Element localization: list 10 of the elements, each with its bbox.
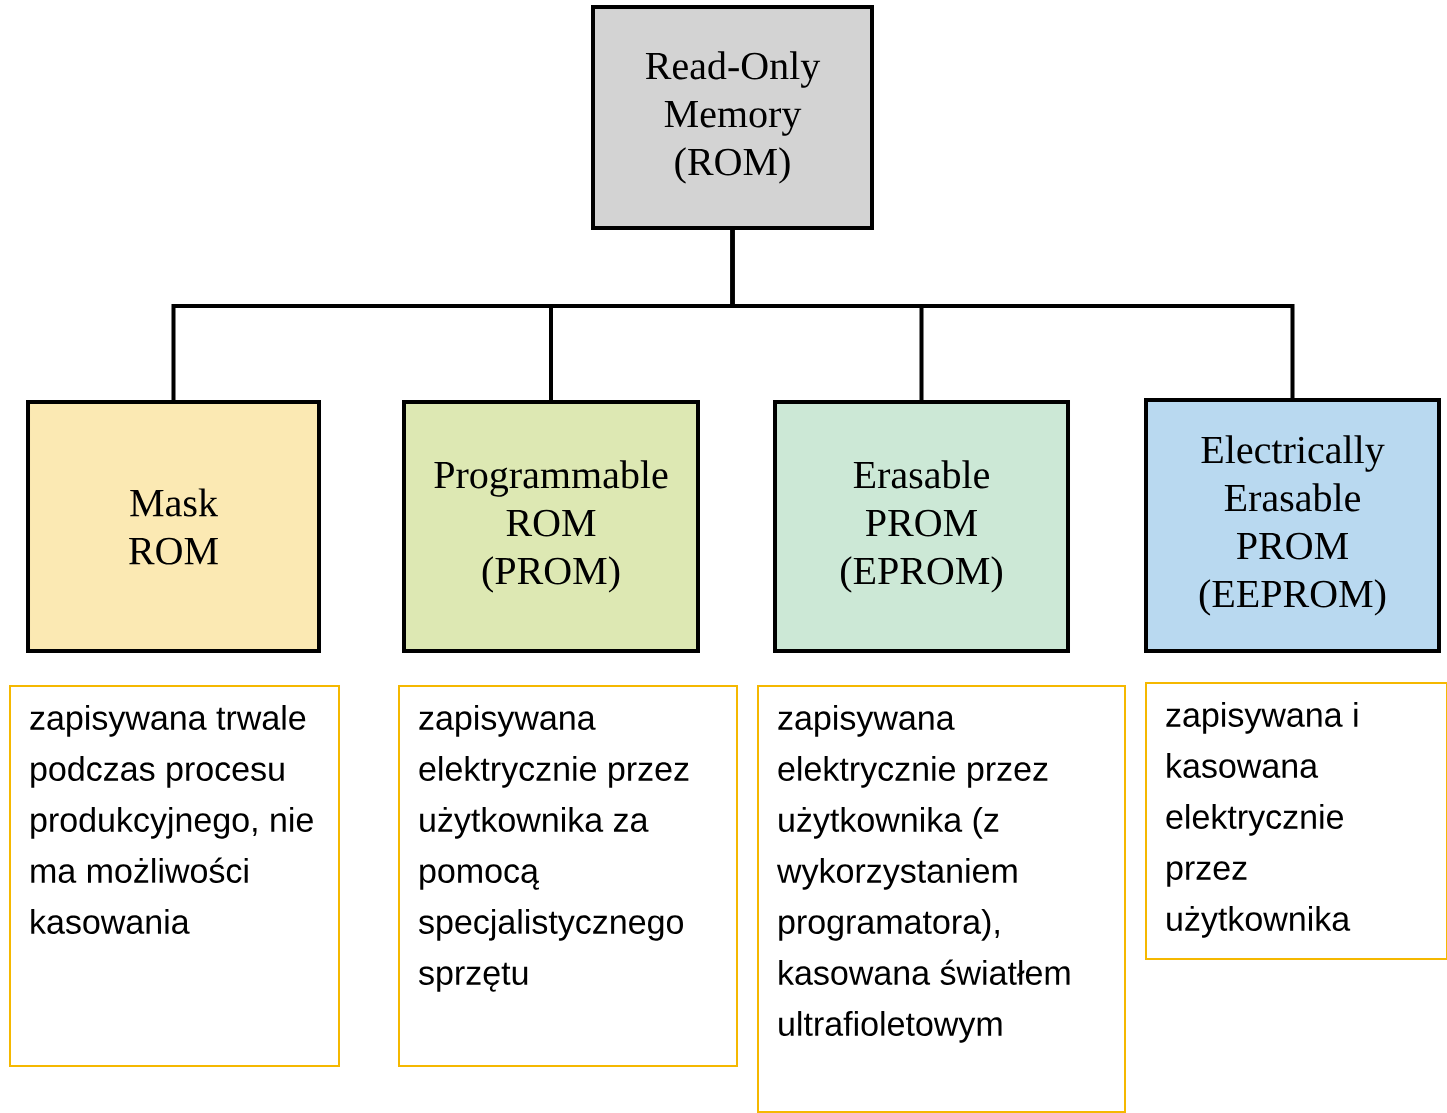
description-box: zapisywana trwale podczas procesu produkcyjnego, nie ma możliwości kasowania bbox=[9, 685, 340, 1067]
description-box: zapisywana elektrycznie przez użytkownika za pomocą specjalistycznego sprzętu bbox=[398, 685, 738, 1067]
memory-type-box: Mask ROM bbox=[26, 400, 321, 653]
memory-type-box: Erasable PROM (EPROM) bbox=[773, 400, 1070, 653]
description-box: zapisywana elektrycznie przez użytkownika (z wykorzystaniem programatora), kasowana światłem ultrafioletowym bbox=[757, 685, 1126, 1113]
connector-line bbox=[730, 230, 1295, 398]
description-box: zapisywana i kasowana elektrycznie przez użytkownika bbox=[1145, 682, 1447, 960]
memory-type-box: Read-Only Memory (ROM) bbox=[591, 5, 874, 230]
memory-type-box: Programmable ROM (PROM) bbox=[402, 400, 700, 653]
memory-type-box: Electrically Erasable PROM (EEPROM) bbox=[1144, 398, 1441, 653]
